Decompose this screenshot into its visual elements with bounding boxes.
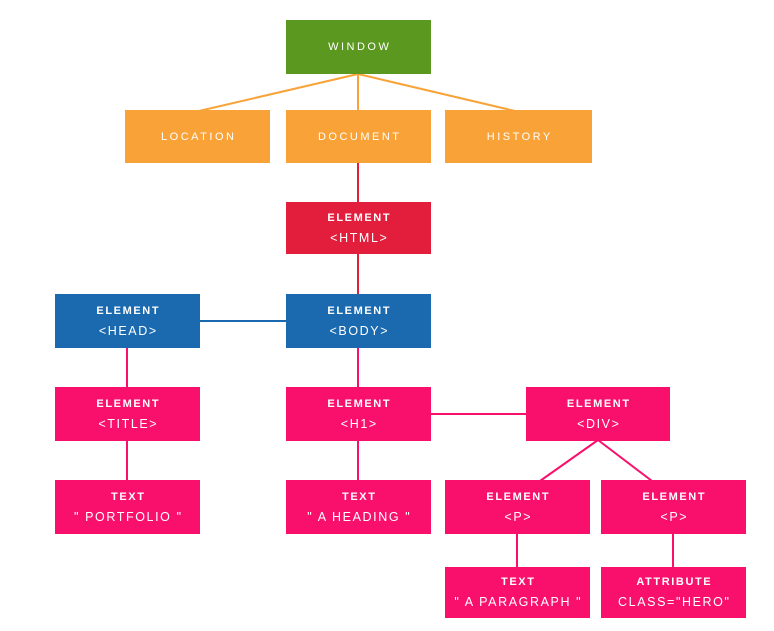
node-html-value: <HTML> xyxy=(330,230,389,245)
node-p1-kind: ELEMENT xyxy=(486,490,551,503)
node-paragraph-value: " A PARAGRAPH " xyxy=(454,595,583,609)
node-document-label: DOCUMENT xyxy=(317,130,402,143)
node-element-p-right: ELEMENT <P> xyxy=(601,480,746,534)
node-h1-value: <H1> xyxy=(340,416,378,431)
node-element-html: ELEMENT <HTML> xyxy=(286,202,431,254)
node-text-portfolio: TEXT " PORTFOLIO " xyxy=(55,480,200,534)
node-text-a-heading: TEXT " A HEADING " xyxy=(286,480,431,534)
node-portfolio-kind: TEXT xyxy=(111,490,146,503)
node-heading-kind: TEXT xyxy=(342,490,377,503)
node-div-kind: ELEMENT xyxy=(566,397,631,410)
node-body-value: <BODY> xyxy=(329,323,390,338)
node-title-kind: ELEMENT xyxy=(96,397,161,410)
node-element-body: ELEMENT <BODY> xyxy=(286,294,431,348)
node-html-kind: ELEMENT xyxy=(327,211,392,224)
node-h1-kind: ELEMENT xyxy=(327,397,392,410)
node-heading-value: " A HEADING " xyxy=(307,509,412,524)
node-div-value: <DIV> xyxy=(577,416,621,431)
node-location-label: LOCATION xyxy=(161,130,237,143)
node-body-kind: ELEMENT xyxy=(327,304,392,317)
node-paragraph-kind: TEXT xyxy=(501,576,536,588)
node-attribute-class-hero: ATTRIBUTE CLASS="HERO" xyxy=(601,567,746,618)
edge-window-history xyxy=(357,73,516,112)
node-element-p-left: ELEMENT <P> xyxy=(445,480,590,534)
node-head-kind: ELEMENT xyxy=(96,304,161,317)
node-history-label: HISTORY xyxy=(486,130,553,143)
node-history: HISTORY xyxy=(445,110,592,163)
node-document: DOCUMENT xyxy=(286,110,431,163)
node-location: LOCATION xyxy=(125,110,270,163)
node-element-title: ELEMENT <TITLE> xyxy=(55,387,200,441)
node-window-label: WINDOW xyxy=(328,41,392,53)
node-element-head: ELEMENT <HEAD> xyxy=(55,294,200,348)
node-title-value: <TITLE> xyxy=(98,416,159,431)
node-p2-value: <P> xyxy=(660,509,689,524)
node-p2-kind: ELEMENT xyxy=(642,490,707,503)
node-element-div: ELEMENT <DIV> xyxy=(526,387,670,441)
node-window: WINDOW xyxy=(286,20,431,74)
edge-window-location xyxy=(198,73,359,112)
node-attribute-value: CLASS="HERO" xyxy=(618,595,731,609)
node-head-value: <HEAD> xyxy=(98,323,158,338)
node-element-h1: ELEMENT <H1> xyxy=(286,387,431,441)
node-attribute-kind: ATTRIBUTE xyxy=(636,576,713,588)
node-p1-value: <P> xyxy=(504,509,533,524)
edge-div-p1 xyxy=(539,439,599,482)
node-text-a-paragraph: TEXT " A PARAGRAPH " xyxy=(445,567,590,618)
node-portfolio-value: " PORTFOLIO " xyxy=(73,509,183,524)
edge-div-p2 xyxy=(597,439,653,482)
